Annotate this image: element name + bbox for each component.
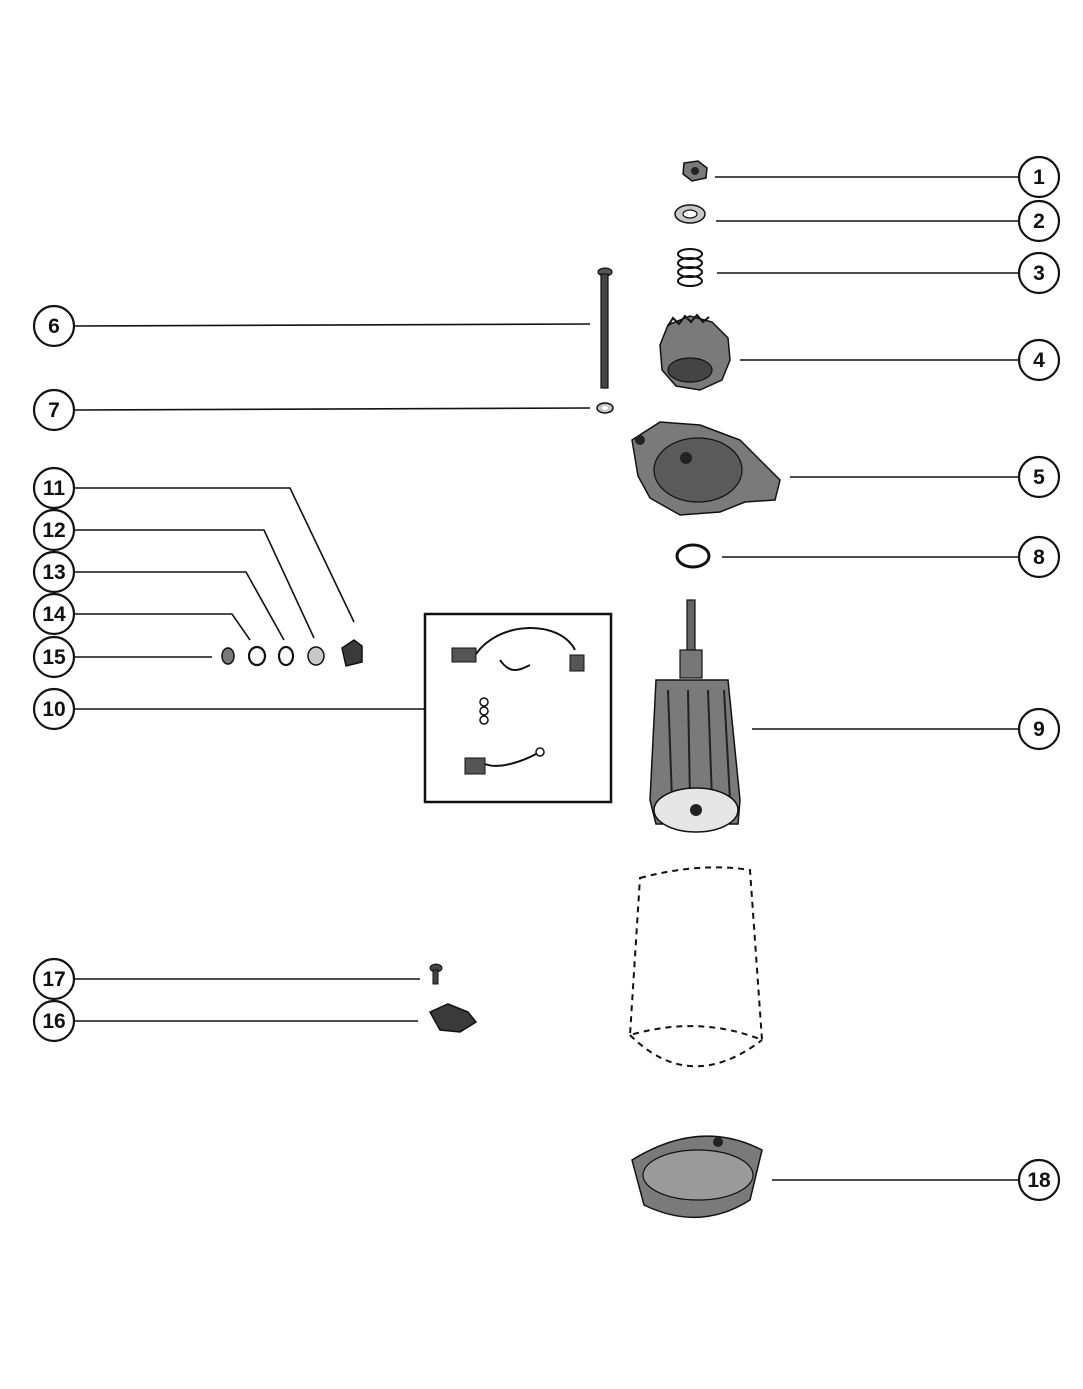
part-end-cap	[631, 1135, 763, 1219]
part-terminal-hardware-row	[221, 639, 363, 667]
callout-11: 11	[32, 466, 355, 623]
svg-text:3: 3	[1033, 262, 1045, 285]
svg-text:7: 7	[48, 399, 60, 422]
svg-text:2: 2	[1033, 210, 1045, 233]
callout-14: 14	[32, 592, 251, 641]
svg-text:17: 17	[42, 968, 65, 991]
part-hex-nut	[682, 160, 708, 182]
callout-12: 12	[32, 508, 315, 639]
callout-16: 16	[32, 999, 418, 1043]
svg-text:8: 8	[1033, 546, 1045, 569]
callout-15: 15	[32, 635, 212, 679]
svg-text:1: 1	[1033, 166, 1045, 189]
svg-text:14: 14	[42, 603, 66, 626]
callout-10: 10	[32, 687, 425, 731]
part-drive-pinion	[659, 313, 731, 391]
callout-1: 1	[715, 155, 1061, 199]
callout-2: 2	[716, 199, 1061, 243]
part-armature	[649, 599, 741, 833]
svg-text:18: 18	[1027, 1169, 1051, 1192]
svg-text:11: 11	[43, 477, 66, 500]
callout-6: 6	[32, 304, 591, 348]
part-screw	[429, 963, 443, 985]
svg-text:16: 16	[42, 1010, 65, 1033]
callout-17: 17	[32, 957, 420, 1001]
callout-3: 3	[717, 251, 1061, 295]
svg-text:5: 5	[1033, 466, 1045, 489]
svg-text:12: 12	[42, 519, 65, 542]
part-washer	[674, 204, 706, 224]
callout-7: 7	[32, 388, 591, 432]
part-field-frame-dashed	[628, 866, 764, 1068]
svg-text:4: 4	[1033, 349, 1045, 372]
callout-8: 8	[722, 535, 1061, 579]
part-thrust-washer	[675, 543, 711, 569]
callout-5: 5	[790, 455, 1061, 499]
part-spring	[677, 248, 703, 287]
callout-4: 4	[740, 338, 1061, 382]
svg-text:6: 6	[48, 315, 60, 338]
svg-text:15: 15	[42, 646, 66, 669]
part-through-bolt	[597, 267, 613, 389]
callout-13: 13	[32, 550, 285, 641]
svg-text:10: 10	[42, 698, 65, 721]
callout-18: 18	[772, 1158, 1061, 1202]
callout-9: 9	[752, 707, 1061, 751]
part-drive-end-housing	[631, 421, 781, 516]
part-brush-kit-box	[423, 612, 613, 804]
svg-text:9: 9	[1033, 718, 1045, 741]
part-bolt-washer	[596, 402, 614, 414]
part-clip	[428, 1003, 478, 1033]
svg-text:13: 13	[42, 561, 65, 584]
